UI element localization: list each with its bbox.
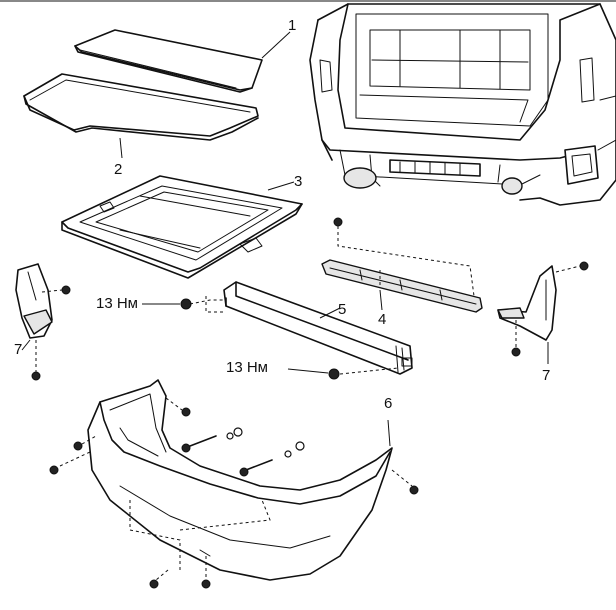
bumper-fasteners [49, 397, 419, 589]
callout-6: 6 [384, 395, 392, 412]
bracket-nut-lower [328, 368, 340, 380]
callout-7-left: 7 [14, 341, 22, 358]
cargo-cover-board [23, 73, 259, 141]
callout-3: 3 [294, 173, 302, 190]
cargo-floor-mat [74, 29, 263, 93]
callout-1: 1 [288, 17, 296, 34]
bracket-nut-upper [180, 298, 192, 310]
vehicle-rear-illustration [309, 3, 616, 206]
right-mud-flap [497, 265, 557, 341]
callout-2: 2 [114, 161, 122, 178]
bumper-energy-absorber [321, 259, 483, 313]
callout-7-right: 7 [542, 367, 550, 384]
callout-4: 4 [378, 311, 386, 328]
callout-5: 5 [338, 301, 346, 318]
rear-bumper-cover [87, 379, 393, 581]
cargo-tray [61, 175, 303, 279]
absorber-clip [333, 217, 343, 227]
torque-label-upper: 13 Нм [96, 295, 138, 312]
left-mud-flap-bolt [31, 285, 71, 381]
torque-label-lower: 13 Нм [226, 359, 268, 376]
left-mud-flap [15, 263, 53, 339]
right-mud-flap-bolt [511, 261, 589, 357]
bumper-reinforcement-beam [223, 281, 413, 375]
